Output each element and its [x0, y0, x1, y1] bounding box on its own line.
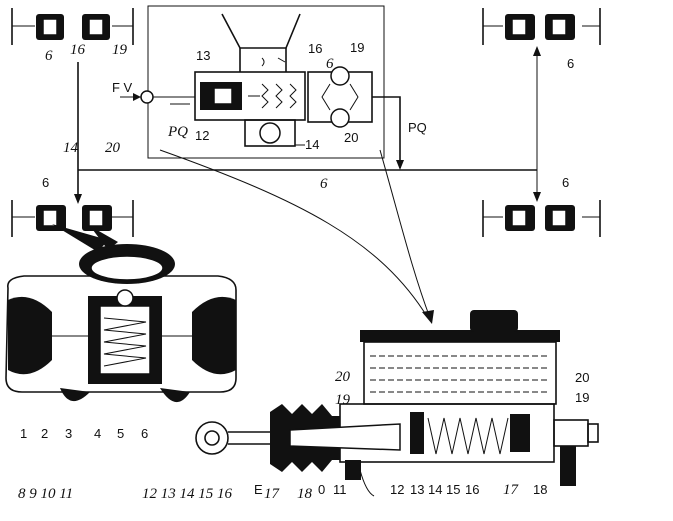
label-tl-6: 6: [45, 48, 53, 64]
master-label-16: 16: [465, 482, 479, 497]
label-main-6: 6: [320, 176, 328, 192]
master-label-top-19: 19: [335, 392, 351, 408]
wheel-cylinder-top-left: [11, 8, 134, 45]
caliper-label-3: 3: [65, 426, 72, 441]
control-valve-box: [120, 5, 404, 170]
label-tr-6: 6: [567, 56, 574, 71]
label-valve-13: 13: [196, 48, 210, 63]
wheel-cylinder-mid-left: [11, 200, 134, 237]
main-brake-line: [74, 62, 537, 204]
label-valve-16: 16: [308, 41, 322, 56]
wheel-cylinder-top-right: [482, 8, 601, 45]
master-cylinder-assembly: [195, 310, 599, 497]
master-label-17b: 17: [503, 482, 520, 498]
label-input-fv: F V: [112, 80, 133, 95]
label-line-14: 14: [63, 140, 79, 156]
master-label-0: 0: [318, 482, 325, 497]
master-label-18a: 18: [297, 486, 313, 502]
brake-caliper-assembly: [5, 244, 237, 403]
caliper-bottom-right-labels: 12 13 14 15 16: [142, 486, 233, 502]
master-label-e: E: [254, 482, 263, 497]
caliper-label-1: 1: [20, 426, 27, 441]
label-valve-14: 14: [305, 137, 319, 152]
wheel-cylinder-mid-right: [482, 200, 601, 237]
master-label-right-19: 19: [575, 390, 589, 405]
label-tl-16: 16: [70, 42, 86, 58]
pointer-arrows: [52, 149, 434, 324]
master-label-13: 13: [410, 482, 424, 497]
caliper-label-6: 6: [141, 426, 148, 441]
label-mr-6: 6: [562, 175, 569, 190]
master-label-11: 11: [333, 482, 347, 497]
label-valve-19: 19: [350, 40, 364, 55]
master-label-17a: 17: [264, 486, 281, 502]
master-label-top-20: 20: [335, 369, 351, 385]
master-label-12: 12: [390, 482, 404, 497]
master-label-15: 15: [446, 482, 460, 497]
label-line-20: 20: [105, 140, 121, 156]
label-pq-right: PQ: [408, 120, 427, 135]
caliper-bottom-labels: 8 9 10 11: [18, 486, 73, 502]
right-connection-line: [533, 46, 541, 202]
label-valve-20: 20: [344, 130, 358, 145]
label-pq-left: PQ: [167, 124, 188, 140]
master-label-14: 14: [428, 482, 442, 497]
caliper-label-4: 4: [94, 426, 101, 441]
master-label-18b: 18: [533, 482, 547, 497]
label-ml-6: 6: [42, 175, 49, 190]
label-tl-19: 19: [112, 42, 128, 58]
caliper-label-2: 2: [41, 426, 48, 441]
master-label-right-20: 20: [575, 370, 589, 385]
label-valve-12: 12: [195, 128, 209, 143]
label-valve-6: 6: [326, 56, 334, 72]
caliper-label-5: 5: [117, 426, 124, 441]
